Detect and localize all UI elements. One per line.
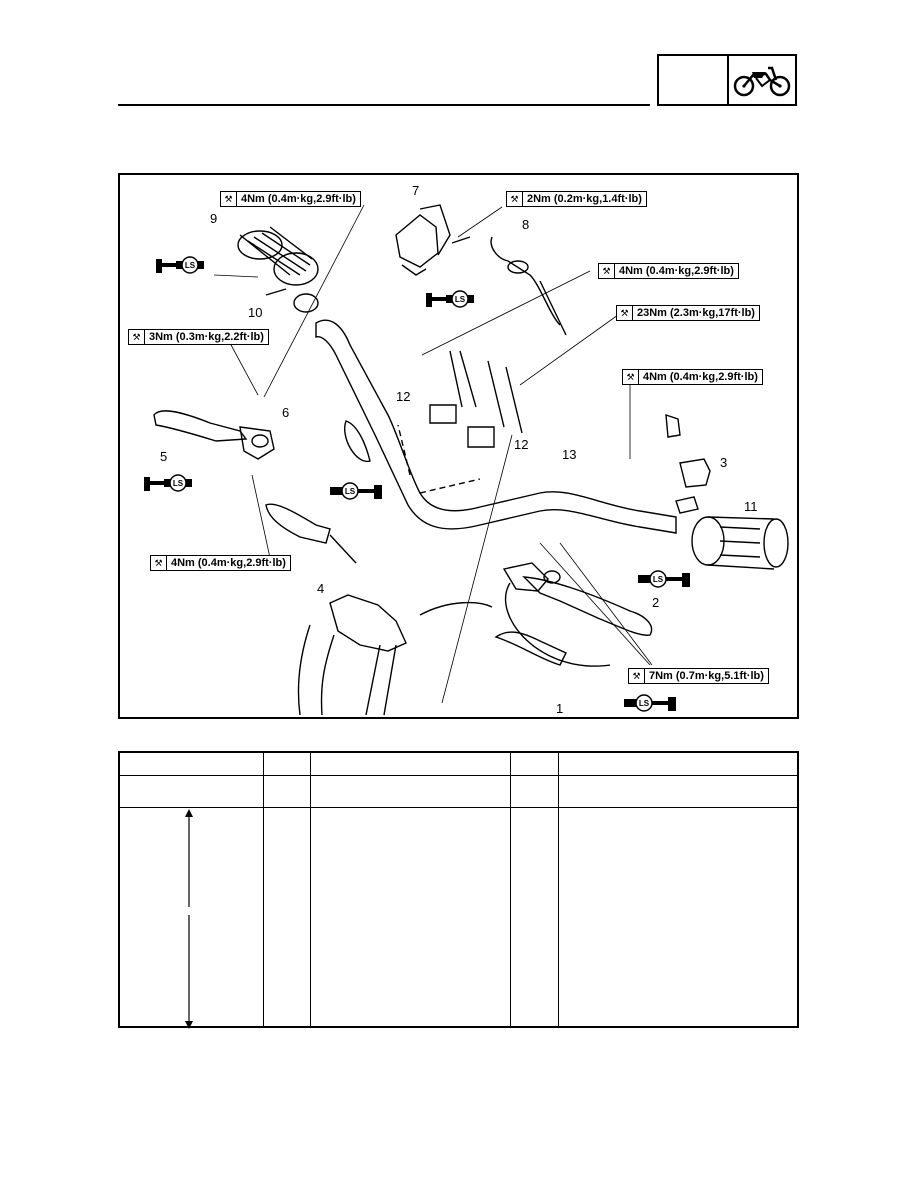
callout-3: 3: [720, 455, 728, 470]
torque-wrench-icon: ⚒: [599, 264, 615, 278]
torque-label: ⚒ 4Nm (0.4m·kg,2.9ft·lb): [598, 263, 739, 279]
torque-wrench-icon: ⚒: [623, 370, 639, 384]
grip-left: [237, 226, 319, 286]
torque-wrench-icon: ⚒: [221, 192, 237, 206]
torque-label: ⚒ 4Nm (0.4m·kg,2.9ft·lb): [150, 555, 291, 571]
callout-11: 11: [744, 499, 758, 514]
callout-9: 9: [210, 211, 218, 226]
callout-4: 4: [317, 581, 325, 596]
callout-10: 10: [248, 305, 263, 320]
table-column-divider: [263, 753, 264, 1026]
torque-label: ⚒ 4Nm (0.4m·kg,2.9ft·lb): [220, 191, 361, 207]
clutch-cable: [265, 503, 357, 564]
section-tab: [657, 54, 797, 106]
handlebar: [315, 319, 677, 534]
callout-6: 6: [282, 405, 290, 420]
torque-wrench-icon: ⚒: [629, 669, 645, 683]
clutch-lever: [153, 410, 275, 460]
torque-wrench-icon: ⚒: [507, 192, 523, 206]
range-arrow: [185, 809, 193, 1029]
torque-label: ⚒ 7Nm (0.7m·kg,5.1ft·lb): [628, 668, 769, 684]
brake-lever: [502, 562, 653, 636]
callout-12: 12: [396, 389, 411, 404]
svg-text:LS: LS: [185, 261, 196, 270]
callout-1: 1: [556, 701, 564, 716]
motorcycle-icon: [733, 66, 791, 97]
svg-text:LS: LS: [173, 479, 184, 488]
callout-2: 2: [652, 595, 660, 610]
grip-right: [691, 516, 789, 570]
svg-text:LS: LS: [639, 699, 650, 708]
cable-band: [344, 420, 371, 462]
collar: [293, 293, 319, 313]
torque-wrench-icon: ⚒: [617, 306, 633, 320]
torque-label: ⚒ 23Nm (2.3m·kg,17ft·lb): [616, 305, 760, 321]
callout-5: 5: [160, 449, 168, 464]
table-column-divider: [558, 753, 559, 1026]
right-switch: [665, 413, 711, 514]
parts-table: [118, 751, 799, 1029]
callout-7: 7: [412, 183, 420, 198]
torque-wrench-icon: ⚒: [151, 556, 167, 570]
svg-text:LS: LS: [345, 487, 356, 496]
svg-text:LS: LS: [653, 575, 664, 584]
table-column-divider: [510, 753, 511, 1026]
callout-8: 8: [522, 217, 530, 232]
svg-text:LS: LS: [455, 295, 466, 304]
table-row-divider: [120, 775, 797, 776]
torque-label: ⚒ 2Nm (0.2m·kg,1.4ft·lb): [506, 191, 647, 207]
exploded-diagram: ⚒ 4Nm (0.4m·kg,2.9ft·lb) ⚒ 2Nm (0.2m·kg,…: [118, 173, 799, 719]
header-rule: [118, 104, 650, 106]
torque-label: ⚒ 3Nm (0.3m·kg,2.2ft·lb): [128, 329, 269, 345]
callout-12: 12: [514, 437, 529, 452]
throttle-housing: [395, 204, 451, 276]
table-row-divider: [120, 807, 797, 808]
table-column-divider: [310, 753, 311, 1026]
handlebar-drawing: [153, 204, 789, 716]
throttle-cable: [490, 236, 567, 336]
torque-label: ⚒ 4Nm (0.4m·kg,2.9ft·lb): [622, 369, 763, 385]
section-tab-blank: [659, 56, 729, 104]
section-tab-icon-cell: [729, 56, 795, 104]
master-cylinder: [297, 594, 567, 716]
callout-13: 13: [562, 447, 577, 462]
bar-clamps: [429, 350, 523, 448]
torque-wrench-icon: ⚒: [129, 330, 145, 344]
